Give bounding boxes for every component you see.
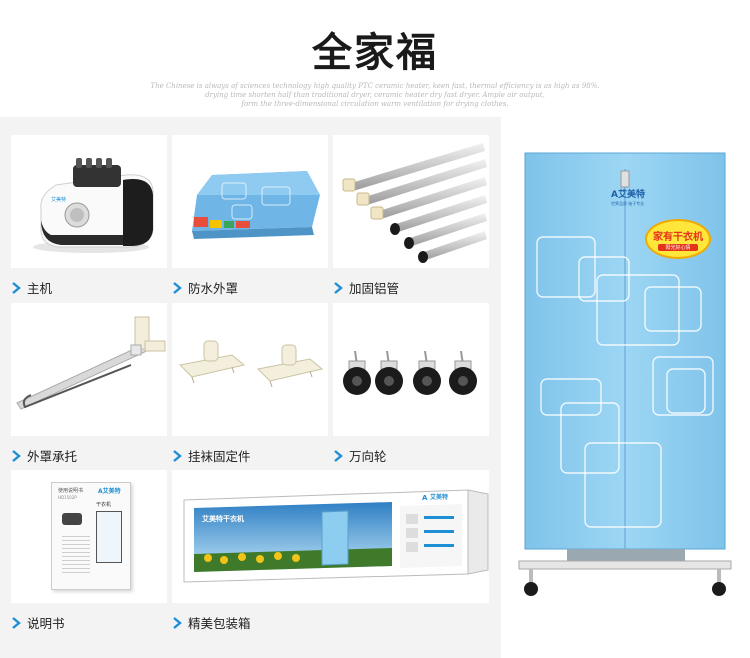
manual-dryer-illustration: [96, 511, 122, 563]
item-label-sock-hanger-fixture: 挂袜固定件: [172, 446, 251, 465]
dryer-brand-text: 艾美特: [617, 190, 645, 200]
dryer-sticker-main: 家有干衣机: [653, 232, 703, 243]
dryer-brand-tagline: 世界品质 始于专业: [611, 201, 645, 206]
manual-model: HD1502P: [58, 495, 77, 500]
chevron-right-icon: [172, 449, 182, 462]
manual-text-lines: [62, 533, 90, 573]
item-card-caster-wheels: [333, 303, 489, 436]
manual-brand-text: 艾美特: [102, 488, 121, 495]
svg-text:A: A: [422, 494, 428, 502]
item-label-cover-support: 外罩承托: [11, 446, 77, 465]
cover-support-image: [11, 303, 167, 436]
item-label-waterproof-cover: 防水外罩: [172, 278, 238, 297]
item-label-text: 主机: [27, 281, 53, 296]
manual-brand: A艾美特: [98, 486, 121, 495]
item-card-cover-support: [11, 303, 167, 436]
chevron-right-icon: [11, 616, 21, 629]
assembled-dryer-image: A艾美特 世界品质 始于专业 家有干衣机 阳光好心情: [501, 117, 750, 658]
brand-logo-icon: A: [611, 190, 618, 200]
chevron-right-icon: [11, 449, 21, 462]
dryer-sticker-sub: 阳光好心情: [658, 244, 698, 251]
item-card-waterproof-cover: [172, 135, 328, 268]
caster-wheels-image: [333, 303, 489, 436]
page-subtitle: The Chinese is always of sciences techno…: [150, 82, 600, 109]
brand-logo-icon: A: [98, 488, 103, 495]
item-label-text: 说明书: [27, 616, 65, 631]
item-label-main-unit: 主机: [11, 278, 52, 297]
waterproof-cover-image: [172, 135, 328, 268]
item-label-aluminum-tubes: 加固铝管: [333, 278, 399, 297]
item-card-aluminum-tubes: [333, 135, 489, 268]
item-label-text: 挂袜固定件: [188, 449, 251, 464]
chevron-right-icon: [11, 281, 21, 294]
dryer-sticker: 家有干衣机 阳光好心情: [645, 219, 711, 259]
box-brand-text: 艾美特: [430, 494, 449, 501]
item-label-text: 外罩承托: [27, 449, 78, 464]
item-label-text: 加固铝管: [349, 281, 400, 296]
packaging-box-image: A 艾美特 艾美特干衣机: [172, 470, 489, 603]
manual-product-name: 干衣机: [96, 502, 112, 508]
aluminum-tubes-image: [333, 135, 489, 268]
item-label-text: 万向轮: [349, 449, 387, 464]
item-label-caster-wheels: 万向轮: [333, 446, 387, 465]
subtitle-line: drying time shorten half than traditiona…: [205, 91, 545, 99]
item-card-packaging-box: A 艾美特 艾美特干衣机: [172, 470, 489, 603]
chevron-right-icon: [333, 281, 343, 294]
dryer-brand: A艾美特: [611, 187, 645, 200]
sock-hanger-fixture-image: [172, 303, 328, 436]
manual-unit-illustration: [62, 513, 82, 525]
chevron-right-icon: [172, 281, 182, 294]
item-label-text: 精美包装箱: [188, 616, 251, 631]
chevron-right-icon: [172, 616, 182, 629]
item-label-manual: 说明书: [11, 613, 65, 632]
item-card-sock-hanger-fixture: [172, 303, 328, 436]
item-label-packaging-box: 精美包装箱: [172, 613, 251, 632]
page-title: 全家福: [312, 30, 438, 76]
box-product-line: 艾美特干衣机: [202, 515, 244, 523]
main-unit-image: 艾美特: [11, 135, 167, 268]
manual-booklet: 使用说明书 A艾美特 HD1502P 干衣机: [51, 482, 131, 590]
item-card-manual: 使用说明书 A艾美特 HD1502P 干衣机: [11, 470, 167, 603]
svg-text:艾美特: 艾美特: [51, 196, 66, 203]
subtitle-line: The Chinese is always of sciences techno…: [150, 82, 600, 90]
subtitle-line: form the three-dimensional circulation w…: [241, 100, 509, 108]
item-label-text: 防水外罩: [188, 281, 239, 296]
chevron-right-icon: [333, 449, 343, 462]
manual-image: 使用说明书 A艾美特 HD1502P 干衣机: [11, 470, 167, 603]
item-card-main-unit: 艾美特: [11, 135, 167, 268]
manual-header-text: 使用说明书: [58, 488, 84, 494]
